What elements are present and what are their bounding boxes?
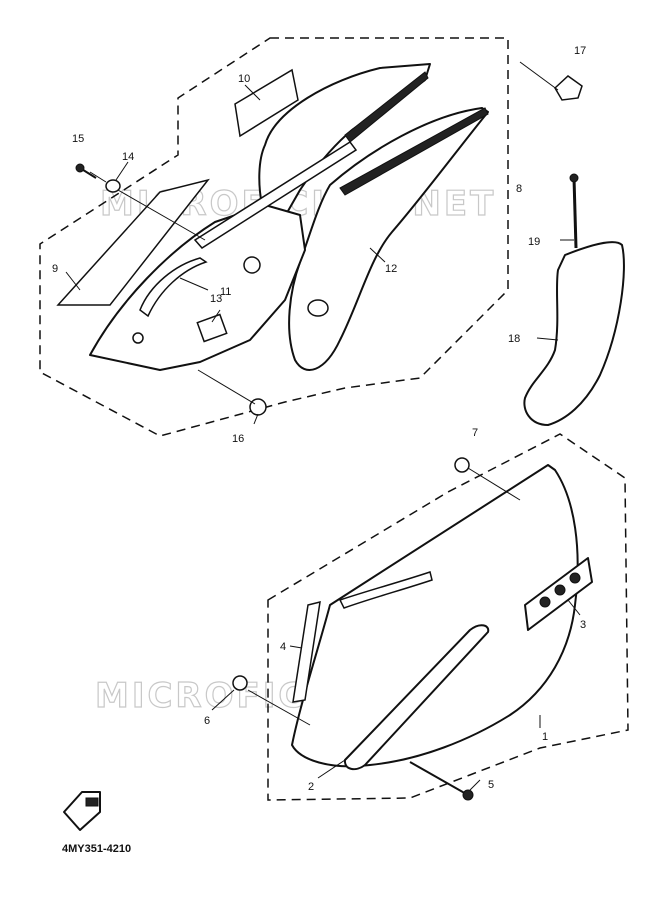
callout-15: 15 xyxy=(72,133,84,145)
callout-1: 1 xyxy=(542,731,548,743)
part-9-protector xyxy=(56,178,210,306)
callout-7: 7 xyxy=(472,427,478,439)
part-18-guard xyxy=(523,241,625,426)
callout-19: 19 xyxy=(528,236,540,248)
callout-2: 2 xyxy=(308,781,314,793)
part-19-bolt xyxy=(569,173,579,249)
callout-16: 16 xyxy=(232,433,244,445)
inner-panel-fitting-lower xyxy=(132,332,144,344)
callout-13: 13 xyxy=(210,293,222,305)
part-6-grommet xyxy=(232,675,248,691)
part-16-nut xyxy=(249,398,267,416)
part-4-seal-strip xyxy=(292,600,321,703)
lower-assembly-boundary xyxy=(267,433,629,801)
part-17-clip-nut xyxy=(554,75,583,101)
part-8-trim-strip xyxy=(344,71,429,143)
inner-panel-flange xyxy=(193,140,358,249)
diagram-code: 4MY351-4210 xyxy=(62,843,131,855)
part-3-emblem-marks xyxy=(539,572,581,608)
callout-9: 9 xyxy=(52,263,58,275)
callout-14: 14 xyxy=(122,151,134,163)
part-1-side-cover xyxy=(291,464,579,768)
part-15-screw xyxy=(75,163,97,179)
part-12-edge-strip xyxy=(339,107,489,196)
callout-11: 11 xyxy=(220,286,231,298)
upper-leader-lines xyxy=(65,61,574,425)
callout-5: 5 xyxy=(488,779,494,791)
part-7-grommet xyxy=(454,457,470,473)
callout-18: 18 xyxy=(508,333,520,345)
part-13-damper xyxy=(196,313,228,343)
front-direction-arrow-icon xyxy=(63,791,101,831)
callout-4: 4 xyxy=(280,641,286,653)
callout-17: 17 xyxy=(574,45,586,57)
inner-panel-fitting-upper xyxy=(243,256,261,274)
callout-8: 8 xyxy=(516,183,522,195)
callout-12: 12 xyxy=(385,263,397,275)
lower-leader-lines xyxy=(211,467,581,791)
part-10-emblem xyxy=(234,68,299,138)
part-1-upper-edge xyxy=(338,571,433,609)
callout-6: 6 xyxy=(204,715,210,727)
upper-assembly-boundary xyxy=(39,37,509,437)
part-14-collar xyxy=(105,179,121,193)
callout-10: 10 xyxy=(238,73,250,85)
inner-panel-body xyxy=(89,204,306,371)
part-5-screw xyxy=(409,761,474,801)
callout-3: 3 xyxy=(580,619,586,631)
part-11-seal-strip xyxy=(139,257,208,318)
part-12-grommet-hole xyxy=(307,299,329,317)
part-2-trim-strip xyxy=(343,624,490,771)
